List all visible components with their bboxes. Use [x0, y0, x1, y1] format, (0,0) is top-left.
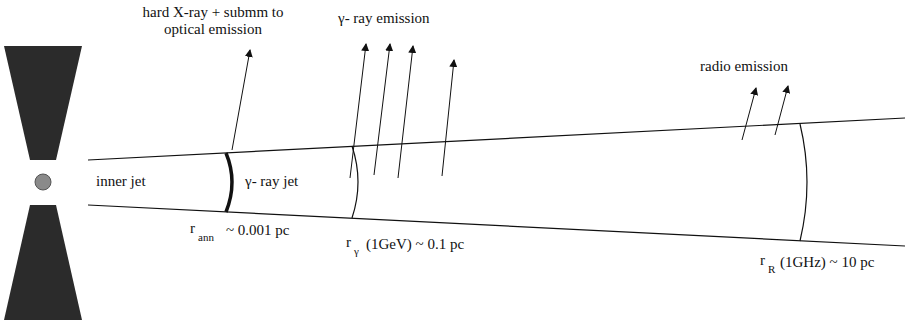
radius-subscript: ann — [198, 231, 214, 244]
region-label: γ- ray jet — [245, 173, 298, 190]
jet-edge — [88, 205, 905, 246]
radius-value: (1GHz) ~ 10 pc — [780, 254, 874, 271]
radius-value: ~ 0.001 pc — [226, 222, 290, 239]
radius-subscript: γ — [354, 245, 359, 258]
emission-arrow — [442, 60, 454, 176]
radius-subscript: R — [768, 263, 775, 276]
region-label: inner jet — [96, 173, 146, 190]
emission-label: γ- ray emission — [338, 10, 430, 27]
torus-upper — [4, 46, 82, 160]
radius-symbol: r — [760, 252, 765, 269]
torus-lower — [4, 205, 82, 320]
emission-arrow — [232, 50, 250, 150]
radius-value: (1GeV) ~ 0.1 pc — [366, 236, 464, 253]
emission-arrow — [742, 88, 756, 140]
radio-front — [800, 124, 807, 241]
emission-arrow — [775, 86, 788, 135]
central-engine — [35, 174, 51, 190]
emission-arrow — [374, 44, 390, 175]
radius-symbol: r — [346, 234, 351, 251]
emission-label: hard X-ray + submm to optical emission — [128, 4, 298, 39]
annihilation-front — [226, 153, 232, 212]
emission-label: radio emission — [700, 58, 788, 75]
radius-symbol: r — [190, 220, 195, 237]
emission-arrow — [398, 46, 413, 178]
jet-edge — [88, 118, 905, 160]
emission-arrow — [350, 44, 366, 178]
